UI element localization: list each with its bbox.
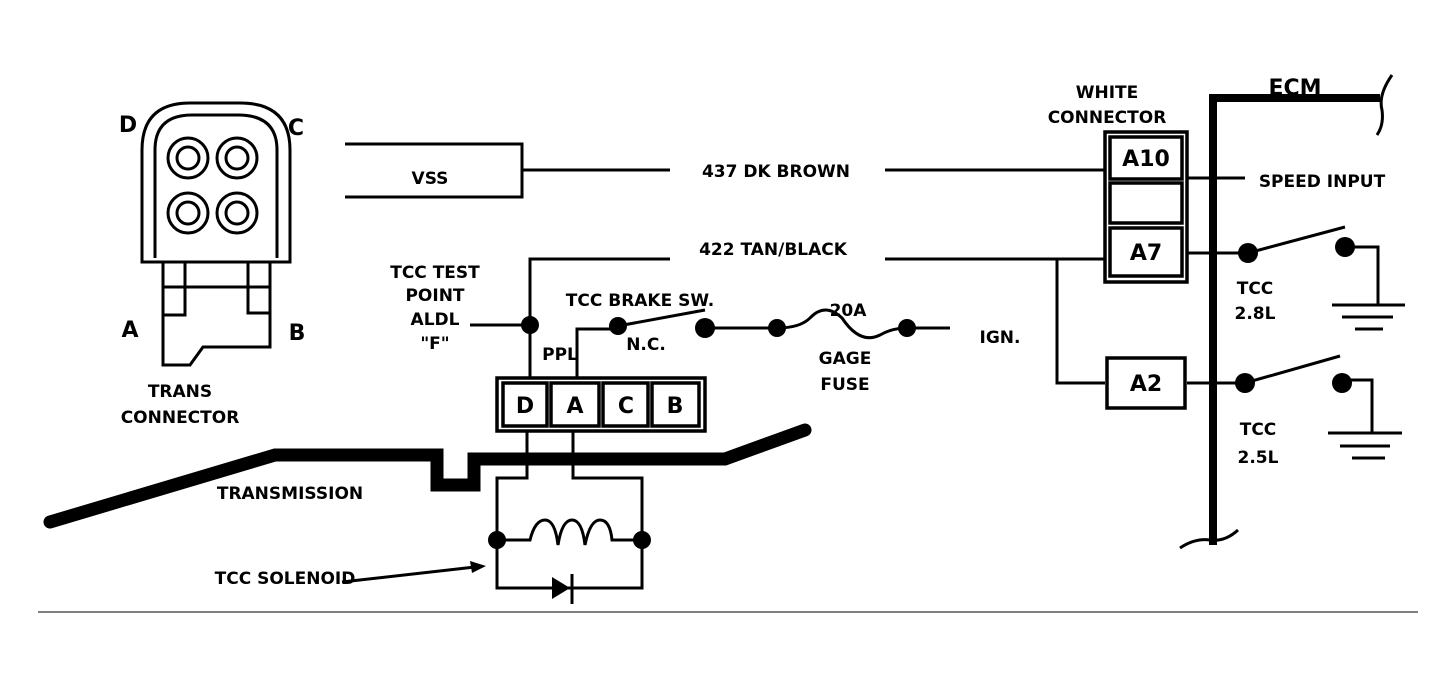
terminal-cell-c: C (618, 394, 634, 419)
trans-connector-label-2: CONNECTOR (121, 408, 240, 428)
transmission-label: TRANSMISSION (217, 484, 363, 504)
white-connector-label-1: WHITE (1076, 83, 1139, 103)
wire-422-label: 422 TAN/BLACK (699, 240, 848, 260)
terminal-cell-d: D (516, 394, 534, 419)
brake-switch-arm (617, 308, 706, 328)
diode-icon (552, 577, 570, 599)
pin-label-b: B (289, 321, 306, 346)
tcc-28-label-1: TCC (1237, 279, 1274, 299)
wire-422 (528, 257, 1105, 385)
pin-label-d: D (119, 113, 137, 138)
ign-label: IGN. (980, 328, 1021, 348)
tcc-solenoid (488, 431, 651, 604)
ppl-wire (575, 327, 612, 380)
fuse-element (776, 308, 908, 340)
test-point-label-3: ALDL (411, 310, 460, 330)
pin-label-c: C (288, 116, 304, 141)
pin-a7: A7 (1130, 241, 1162, 266)
test-point-label-4: "F" (420, 334, 449, 354)
trans-connector-label-1: TRANS (148, 382, 212, 402)
terminal-cell-a: A (566, 394, 583, 419)
wire-437-label: 437 DK BROWN (702, 162, 850, 182)
brake-switch-state: N.C. (626, 335, 666, 355)
tcc-25-label-2: 2.5L (1238, 448, 1279, 468)
speed-input-label: SPEED INPUT (1259, 172, 1386, 192)
ecm-label: ECM (1268, 76, 1321, 101)
vss-sensor: VSS (345, 142, 524, 199)
solenoid-label: TCC SOLENOID (215, 569, 356, 589)
test-point-junction (521, 316, 539, 334)
arrow-head-icon (470, 561, 486, 573)
tcc-28-label-2: 2.8L (1235, 304, 1276, 324)
tcc-25-label-1: TCC (1240, 420, 1277, 440)
white-connector: WHITE CONNECTOR A10 A7 A2 (1048, 83, 1189, 410)
fuse-rating: 20A (830, 301, 868, 321)
pin-a10: A10 (1122, 147, 1170, 172)
trans-connector: D C A B TRANS CONNECTOR (119, 101, 306, 428)
transmission-terminal: D A C B (495, 376, 707, 433)
fuse-label-1: GAGE (819, 349, 872, 369)
fuse-label-2: FUSE (820, 375, 869, 395)
terminal-cell-b: B (667, 394, 684, 419)
pin-label-a: A (121, 318, 138, 343)
ecm: ECM SPEED INPUT TCC 2.8L TCC 2.5L (1179, 74, 1405, 550)
vss-label: VSS (412, 169, 449, 189)
test-point-label-1: TCC TEST (390, 263, 480, 283)
solenoid-arrow (341, 565, 476, 584)
pin-a2: A2 (1130, 372, 1162, 397)
brake-switch-label: TCC BRAKE SW. (566, 291, 714, 311)
white-connector-label-2: CONNECTOR (1048, 108, 1167, 128)
transmission-case (43, 423, 812, 529)
ppl-label: PPL (542, 345, 578, 365)
test-point-label-2: POINT (405, 286, 464, 306)
